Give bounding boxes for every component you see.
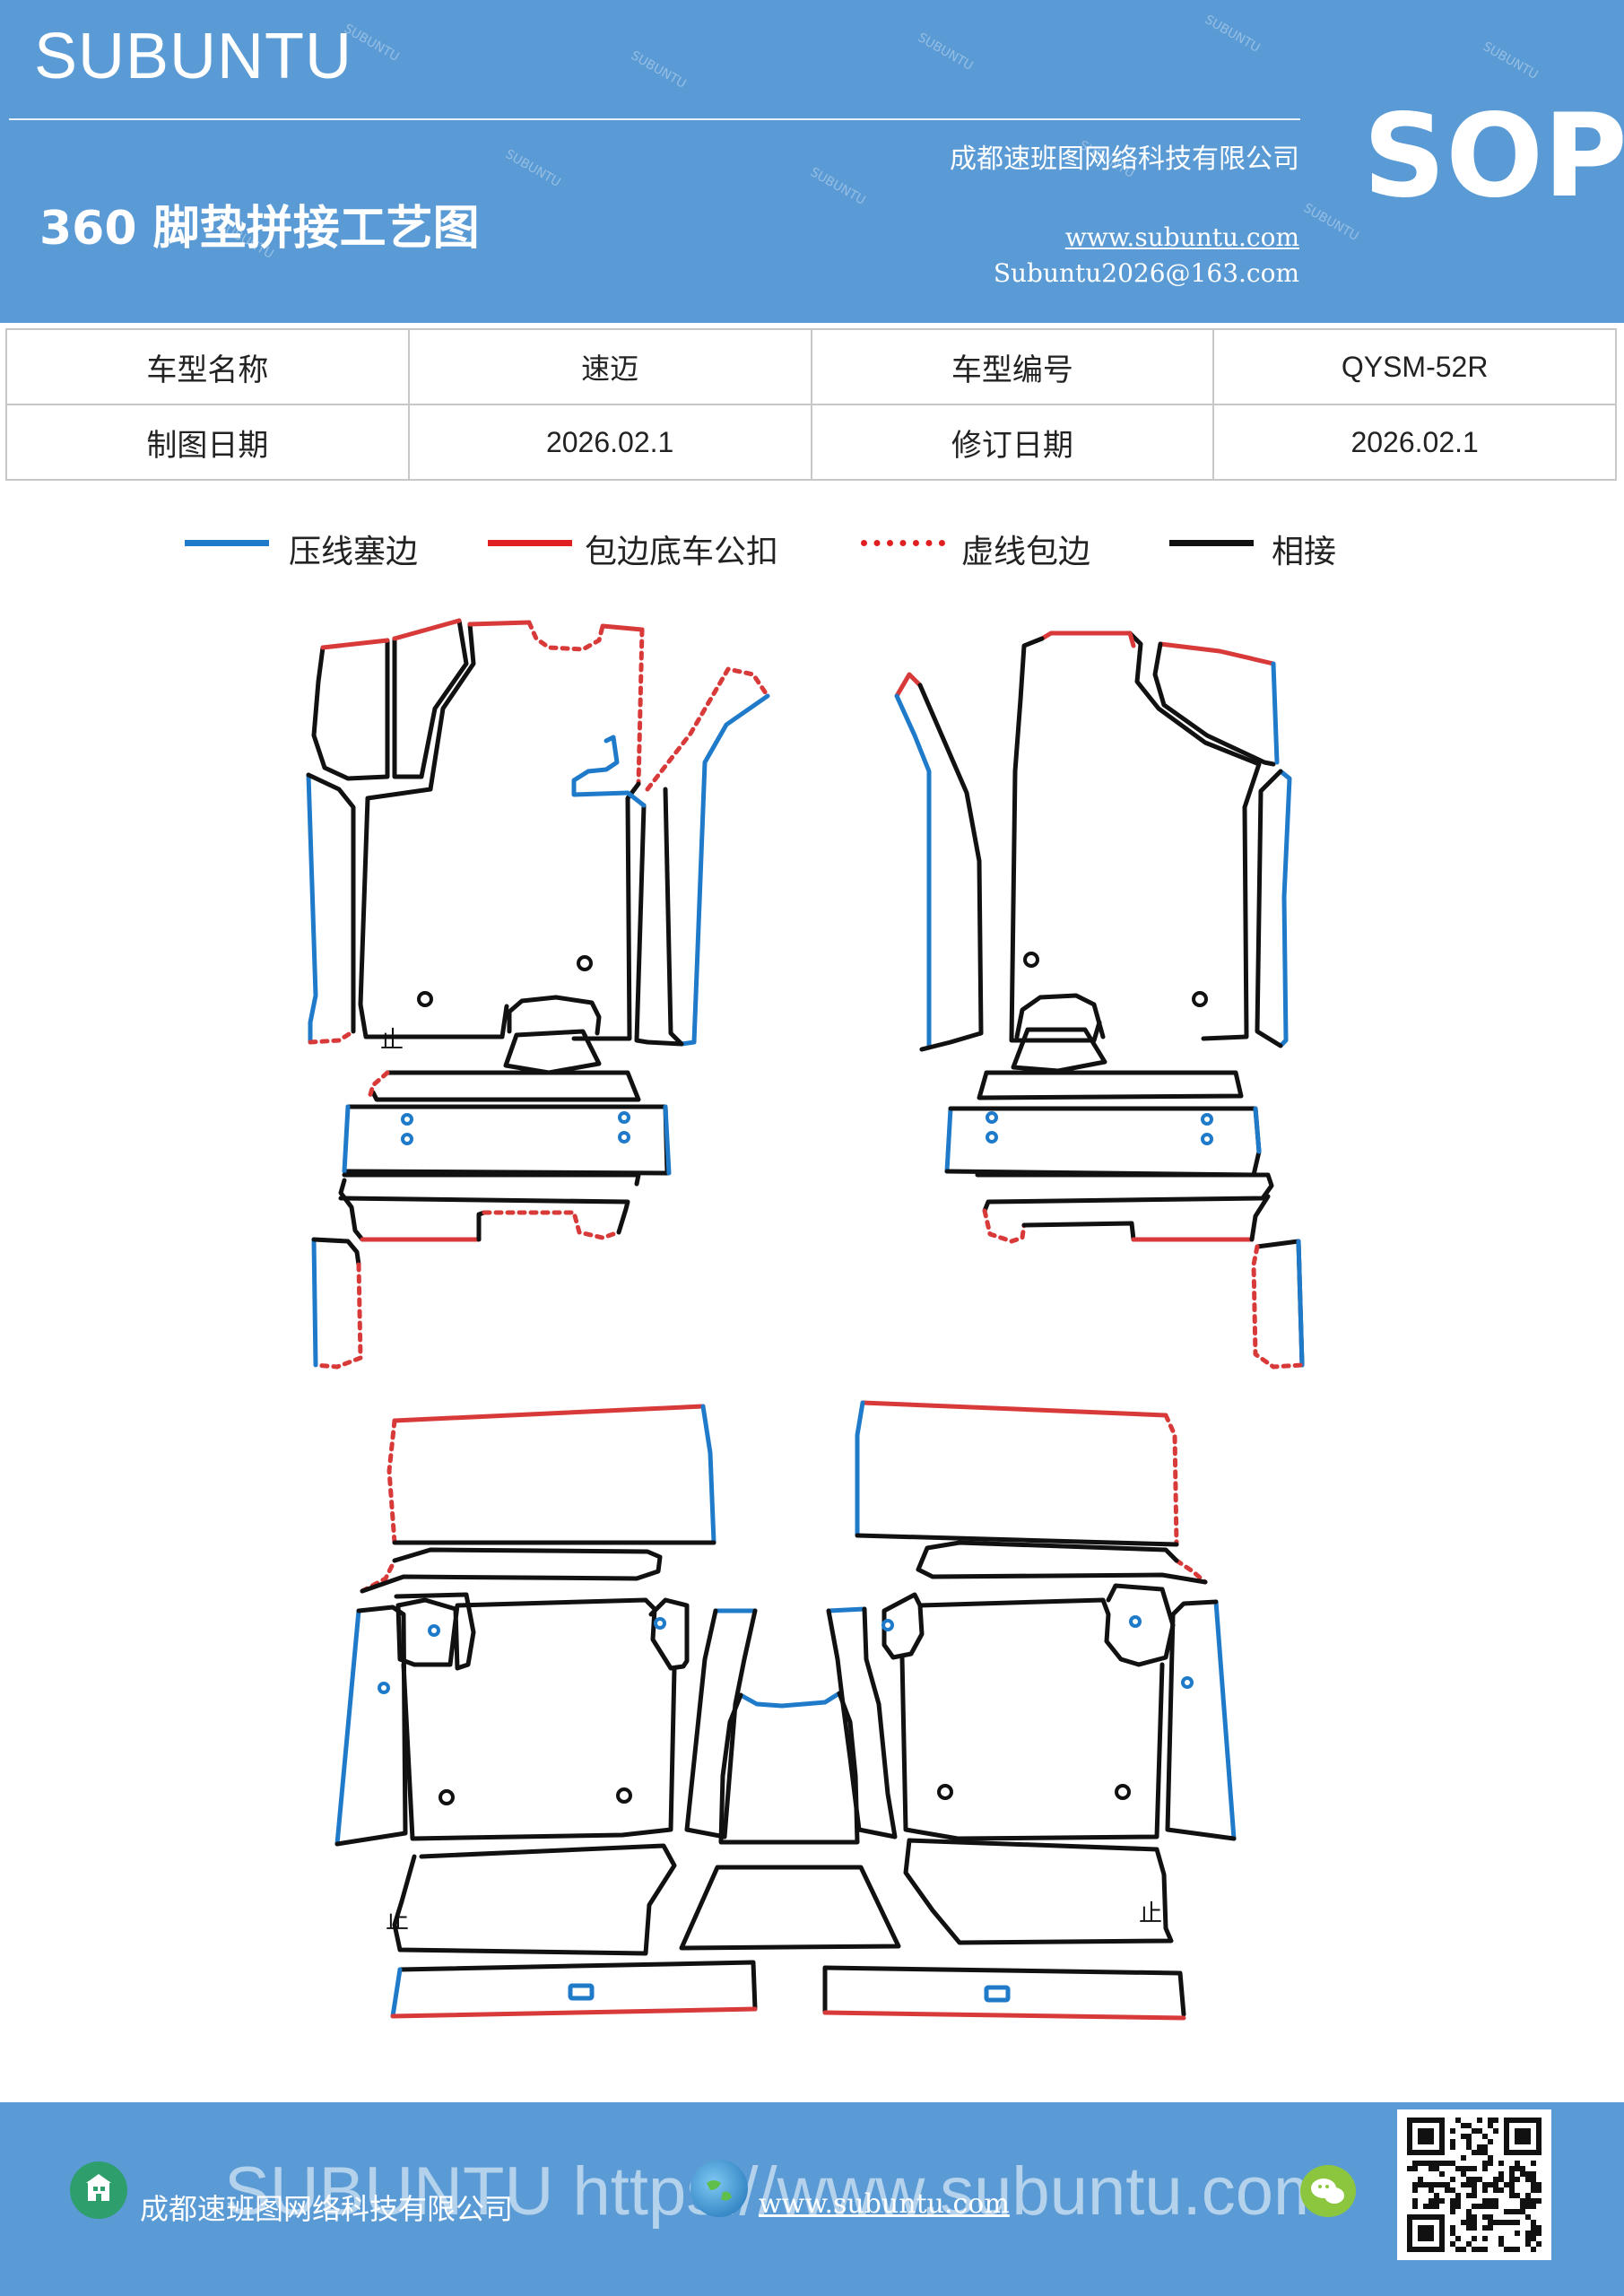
clip-hole <box>428 1624 440 1637</box>
clip-hole <box>1181 1676 1194 1689</box>
header-watermark-text: SUBUNTU <box>807 165 868 208</box>
fastener-hole <box>616 1787 632 1804</box>
table-row: 车型名称 速迈 车型编号 QYSM-52R <box>5 328 1617 405</box>
front-right-mat-group <box>894 631 1305 1370</box>
fastener-hole <box>1115 1784 1131 1800</box>
fastener-hole <box>417 991 433 1007</box>
footer-banner: SUBUNTU https://www.subuntu.com 成都速班图网络科… <box>0 2102 1624 2296</box>
legend-label: 压线塞边 <box>289 534 419 570</box>
fastener-hole <box>937 1784 953 1800</box>
floor-mat-diagram: .k { stroke: #111; stroke-width: 5; } .b… <box>306 618 1305 2021</box>
draw-date-value: 2026.02.1 <box>407 404 812 481</box>
revision-date-label: 修订日期 <box>810 404 1215 481</box>
clip-hole <box>1129 1615 1142 1628</box>
fastener-hole <box>1023 952 1039 968</box>
qr-code-image <box>1407 2118 1541 2252</box>
email-address: Subuntu2026@163.com <box>993 258 1299 288</box>
clip-hole <box>881 1619 894 1631</box>
website-link[interactable]: www.subuntu.com <box>1064 222 1299 252</box>
rear-right-mat-group: 止 <box>822 1400 1237 2021</box>
clip-hole <box>618 1111 630 1124</box>
svg-text:止: 止 <box>1139 1900 1162 1927</box>
svg-text:止: 止 <box>386 1908 409 1935</box>
header-watermark-text: SUBUNTU <box>628 48 689 91</box>
vehicle-info-table: 车型名称 速迈 车型编号 QYSM-52R 制图日期 2026.02.1 修订日… <box>5 328 1617 481</box>
page-title: 360 脚垫拼接工艺图 <box>39 202 480 256</box>
header-watermark-text: SUBUNTU <box>1300 201 1361 244</box>
header-watermark-text: SUBUNTU <box>1202 13 1263 56</box>
clip-hole <box>378 1682 390 1694</box>
model-name-label: 车型名称 <box>5 328 410 405</box>
footer-watermark: SUBUNTU https://www.subuntu.com <box>224 2153 1331 2230</box>
clip-hole <box>654 1617 666 1630</box>
building-icon <box>70 2161 127 2219</box>
header-banner: SUBUNTU 360 脚垫拼接工艺图 成都速班图网络科技有限公司 www.su… <box>0 0 1624 323</box>
clip-hole <box>986 1131 998 1144</box>
red-solid-line-swatch <box>488 540 572 546</box>
clip-hole <box>618 1131 630 1144</box>
red-dotted-line-swatch <box>861 540 945 546</box>
model-code-value: QYSM-52R <box>1212 328 1617 405</box>
legend-label: 虚线包边 <box>961 534 1091 570</box>
clip-hole <box>401 1113 413 1126</box>
brand-name: SUBUNTU <box>34 21 353 92</box>
header-watermark-text: SUBUNTU <box>1480 39 1541 83</box>
footer-website-link[interactable]: www.subuntu.com <box>759 2188 1010 2220</box>
fastener-hole <box>439 1789 455 1805</box>
globe-icon <box>690 2160 748 2217</box>
header-watermark-text: SUBUNTU <box>915 30 976 74</box>
clip-hole <box>1201 1113 1213 1126</box>
rear-center-mat-group <box>679 1606 901 1951</box>
legend-label: 包边底车公扣 <box>585 534 779 570</box>
clip-slot <box>568 1983 595 2001</box>
black-solid-line-swatch <box>1169 540 1254 546</box>
fastener-hole <box>577 955 593 971</box>
front-left-mat-group: 止 <box>306 618 770 1370</box>
legend: 压线塞边 包边底车公扣 虚线包边 相接 <box>0 520 1624 574</box>
rear-left-mat-group: 止 <box>334 1404 758 2019</box>
footer-company-name: 成都速班图网络科技有限公司 <box>140 2192 514 2226</box>
qr-code <box>1397 2109 1551 2260</box>
clip-slot <box>984 1985 1011 2003</box>
fastener-hole <box>1192 991 1208 1007</box>
revision-date-value: 2026.02.1 <box>1212 404 1617 481</box>
company-name: 成都速班图网络科技有限公司 <box>950 144 1299 175</box>
draw-date-label: 制图日期 <box>5 404 410 481</box>
model-name-value: 速迈 <box>407 328 812 405</box>
clip-hole <box>1201 1133 1213 1145</box>
clip-hole <box>986 1111 998 1124</box>
blue-solid-line-swatch <box>185 540 269 546</box>
svg-text:止: 止 <box>380 1027 404 1054</box>
table-row: 制图日期 2026.02.1 修订日期 2026.02.1 <box>5 404 1617 481</box>
header-watermark-text: SUBUNTU <box>502 147 563 190</box>
header-divider <box>9 118 1300 120</box>
wechat-icon <box>1300 2165 1356 2217</box>
sop-badge: SOP <box>1363 90 1624 223</box>
model-code-label: 车型编号 <box>810 328 1215 405</box>
legend-label: 相接 <box>1272 534 1337 570</box>
clip-hole <box>401 1133 413 1145</box>
